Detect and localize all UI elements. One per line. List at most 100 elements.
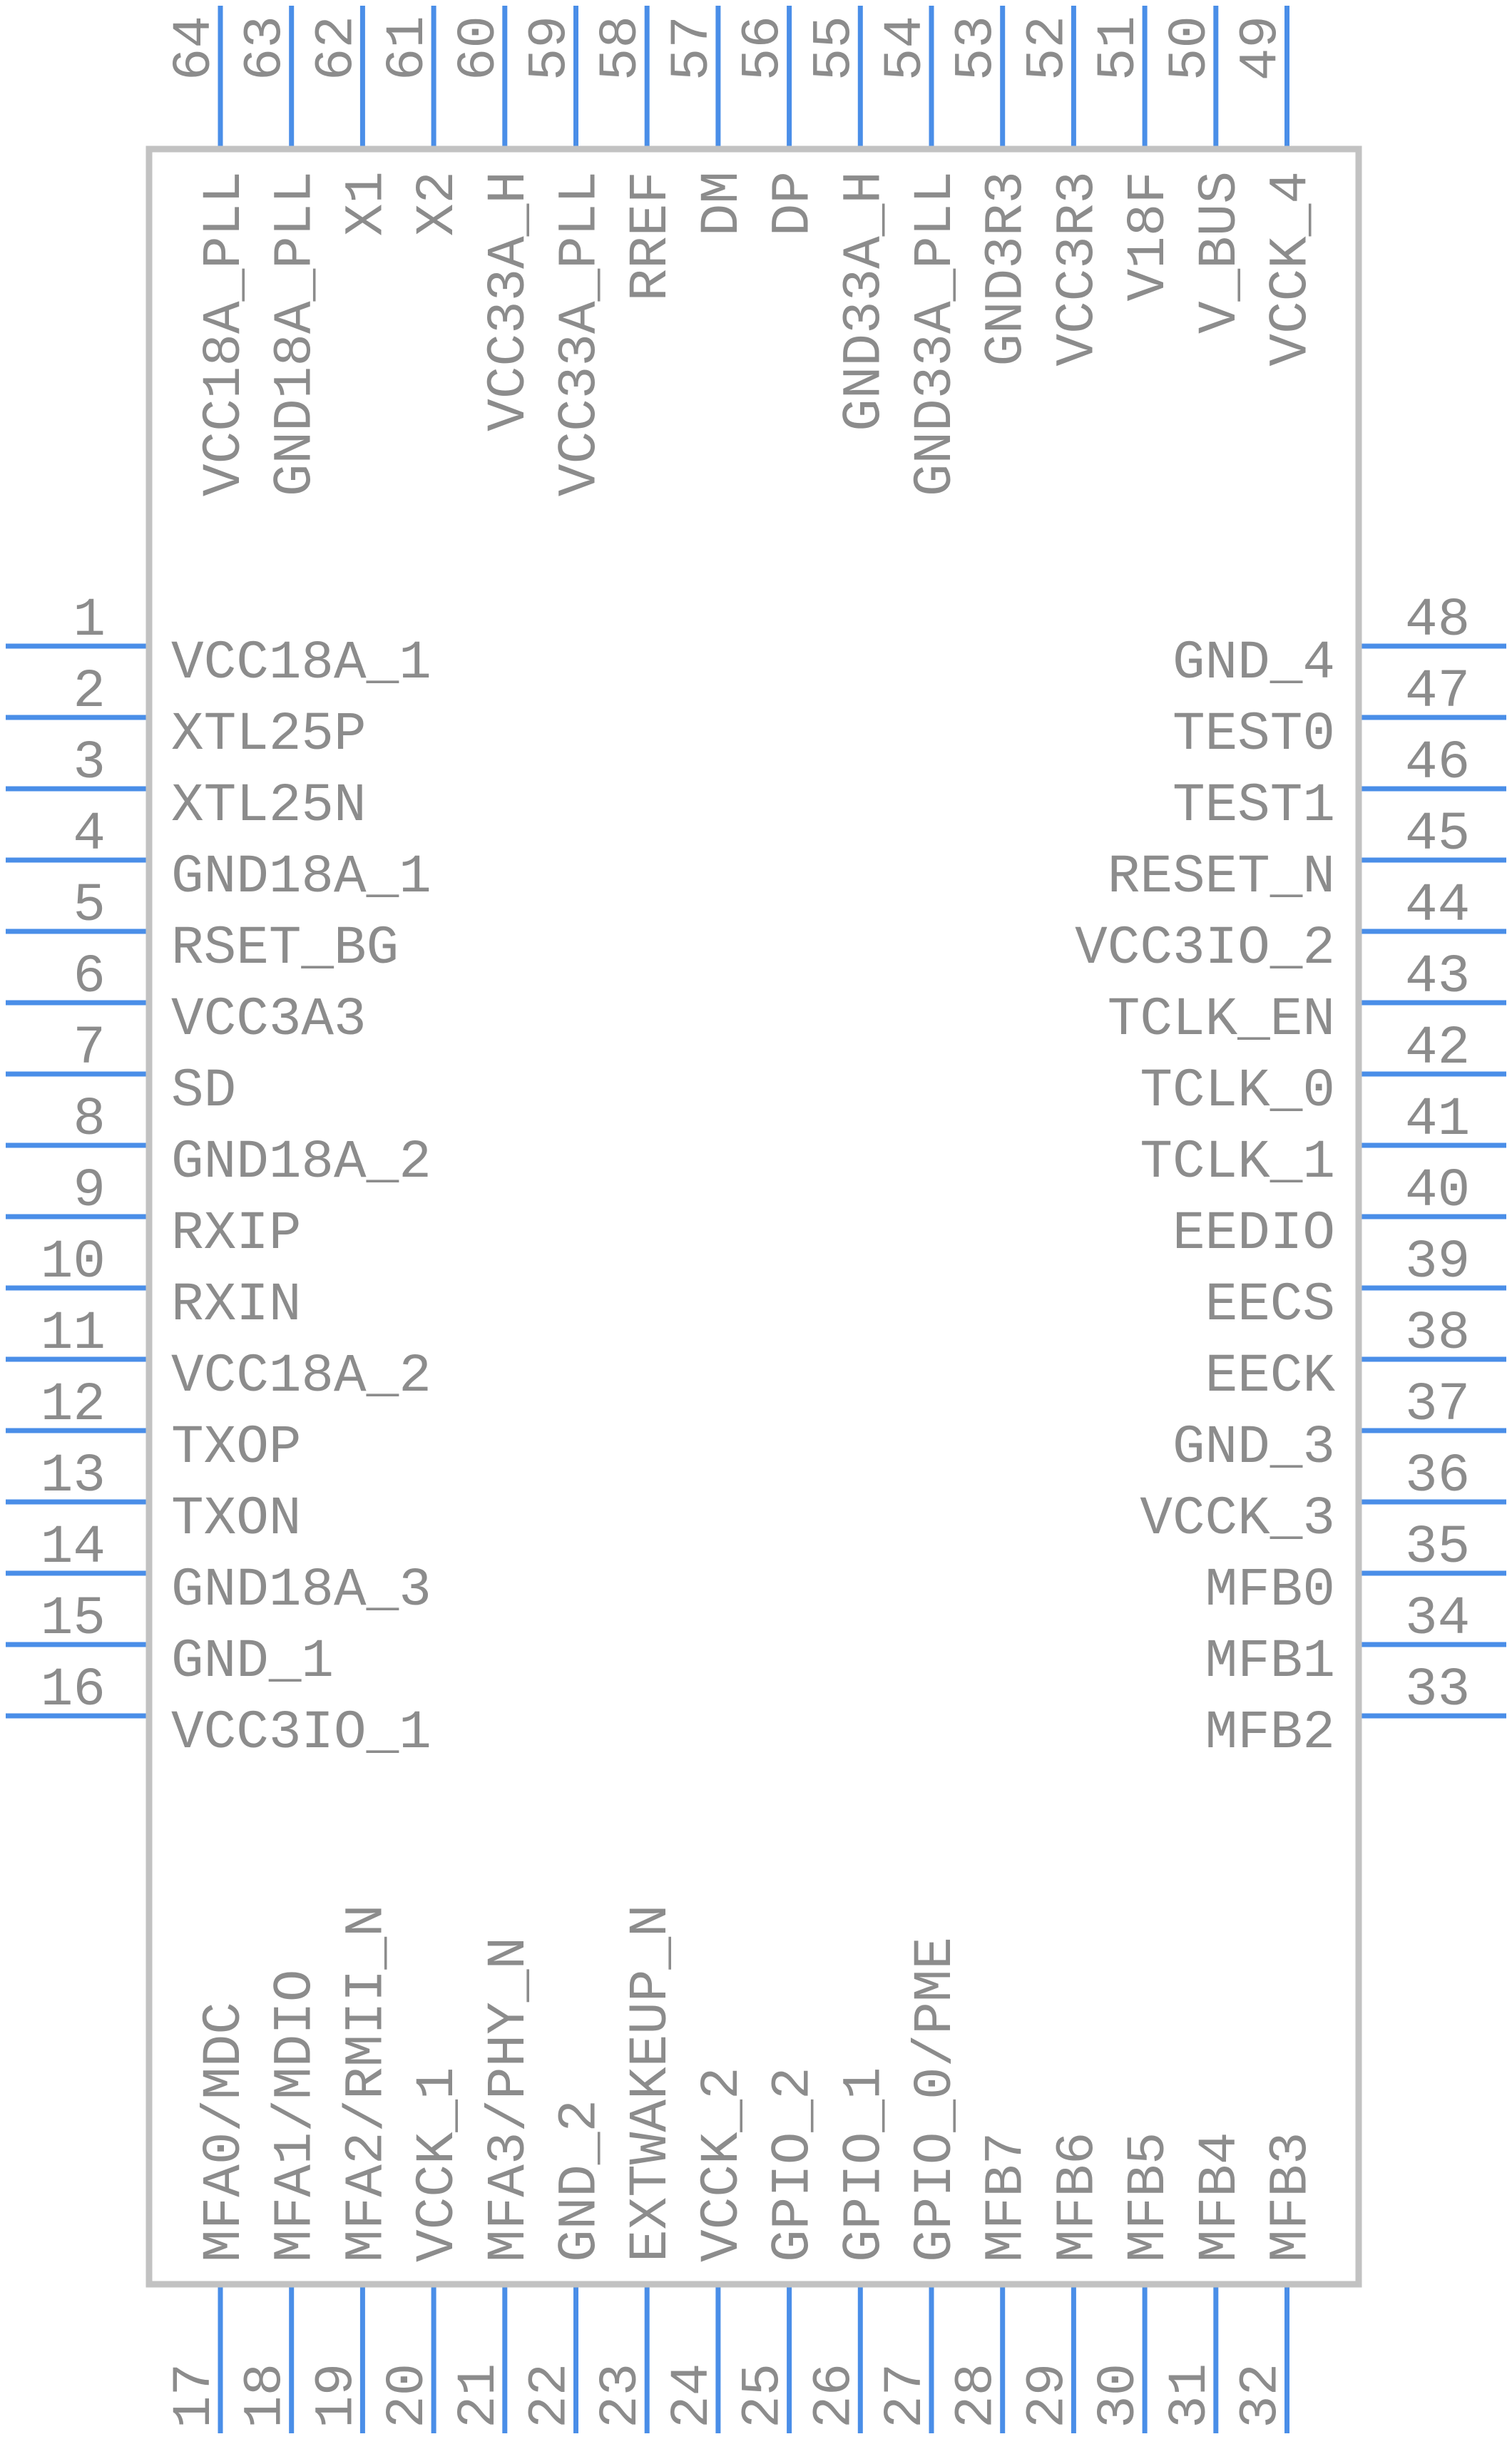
pin-number-52: 52 xyxy=(1017,16,1078,81)
pin-name-1: VCC18A_1 xyxy=(171,633,431,694)
pin-name-40: EEDIO xyxy=(1173,1203,1335,1264)
pin-name-49: VCCK_4 xyxy=(1261,171,1322,367)
pin-number-11: 11 xyxy=(41,1303,106,1364)
pin-name-24: VCCK_2 xyxy=(692,2067,753,2262)
pin-name-35: MFB0 xyxy=(1205,1560,1335,1621)
pin-number-33: 33 xyxy=(1405,1660,1470,1721)
pin-name-64: VCC18A_PLL xyxy=(194,171,255,496)
pin-name-50: V_BUS xyxy=(1190,171,1251,334)
pin-number-26: 26 xyxy=(804,2363,865,2428)
pin-number-51: 51 xyxy=(1088,16,1150,81)
pin-name-19: MFA2/RMII_N xyxy=(336,1904,397,2262)
pin-name-36: VCCK_3 xyxy=(1140,1488,1335,1550)
pin-number-53: 53 xyxy=(946,16,1008,81)
pin-name-30: MFB5 xyxy=(1118,2132,1180,2262)
pin-number-60: 60 xyxy=(449,16,510,81)
pin-number-34: 34 xyxy=(1405,1588,1470,1650)
pin-number-16: 16 xyxy=(41,1660,106,1721)
pin-number-46: 46 xyxy=(1405,732,1470,794)
pin-name-34: MFB1 xyxy=(1205,1631,1335,1692)
pin-name-47: TEST0 xyxy=(1173,704,1335,765)
pin-name-43: TCLK_EN xyxy=(1108,989,1335,1050)
pin-name-33: MFB2 xyxy=(1205,1702,1335,1764)
pin-number-20: 20 xyxy=(377,2363,439,2428)
pin-number-2: 2 xyxy=(73,661,106,722)
pin-name-51: V18F xyxy=(1118,171,1180,301)
pin-number-38: 38 xyxy=(1405,1303,1470,1364)
pin-number-31: 31 xyxy=(1160,2363,1221,2428)
pin-name-21: MFA3/PHY_N xyxy=(479,1937,540,2262)
pin-name-37: GND_3 xyxy=(1173,1417,1335,1478)
pin-name-17: MFA0/MDC xyxy=(194,2002,255,2262)
pin-number-39: 39 xyxy=(1405,1232,1470,1293)
pin-name-28: MFB7 xyxy=(976,2132,1038,2262)
pin-name-59: VCC33A_PLL xyxy=(550,171,611,496)
pin-name-42: TCLK_0 xyxy=(1140,1060,1335,1122)
pin-number-27: 27 xyxy=(875,2363,936,2428)
pin-name-18: MFA1/MDIO xyxy=(265,1970,327,2262)
pin-name-31: MFB4 xyxy=(1190,2132,1251,2262)
pin-name-54: GND33A_PLL xyxy=(905,171,966,496)
pin-name-8: GND18A_2 xyxy=(171,1132,431,1193)
pin-number-62: 62 xyxy=(306,16,367,81)
pin-number-49: 49 xyxy=(1231,16,1292,81)
pin-number-43: 43 xyxy=(1405,946,1470,1008)
pin-name-29: MFB6 xyxy=(1047,2132,1108,2262)
pin-name-45: RESET_N xyxy=(1108,847,1335,908)
pin-number-5: 5 xyxy=(73,875,106,936)
pin-number-59: 59 xyxy=(520,16,581,81)
pin-number-14: 14 xyxy=(41,1517,106,1578)
pin-name-9: RXIP xyxy=(171,1203,301,1264)
pin-name-55: GND33A_H xyxy=(834,171,895,431)
pin-name-14: GND18A_3 xyxy=(171,1560,431,1621)
pin-number-61: 61 xyxy=(377,16,439,81)
pin-number-29: 29 xyxy=(1017,2363,1078,2428)
pin-name-13: TXON xyxy=(171,1488,301,1550)
pin-number-4: 4 xyxy=(73,804,106,865)
pin-name-4: GND18A_1 xyxy=(171,847,431,908)
pin-number-22: 22 xyxy=(520,2363,581,2428)
pin-labels: 1VCC18A_12XTL25P3XTL25N4GND18A_15RSET_BG… xyxy=(41,16,1470,2428)
pin-number-30: 30 xyxy=(1088,2363,1150,2428)
pin-name-39: EECS xyxy=(1205,1274,1335,1336)
pin-name-20: VCCK_1 xyxy=(407,2067,469,2262)
pin-number-54: 54 xyxy=(875,16,936,81)
pin-name-61: X2 xyxy=(407,171,469,236)
pin-name-32: MFB3 xyxy=(1261,2132,1322,2262)
pin-number-25: 25 xyxy=(733,2363,795,2428)
pin-number-55: 55 xyxy=(804,16,865,81)
pin-name-22: GND_2 xyxy=(550,2100,611,2262)
pin-number-57: 57 xyxy=(662,16,723,81)
pin-name-23: EXTWAKEUP_N xyxy=(620,1904,682,2262)
pin-name-62: X1 xyxy=(336,171,397,236)
pin-number-45: 45 xyxy=(1405,804,1470,865)
pin-number-23: 23 xyxy=(591,2363,652,2428)
pin-name-60: VCC33A_H xyxy=(479,171,540,431)
pin-number-50: 50 xyxy=(1160,16,1221,81)
pin-lines xyxy=(6,6,1506,2433)
pin-number-9: 9 xyxy=(73,1160,106,1222)
pin-number-21: 21 xyxy=(449,2363,510,2428)
pin-number-32: 32 xyxy=(1231,2363,1292,2428)
pin-name-25: GPIO_2 xyxy=(763,2067,824,2262)
pin-number-41: 41 xyxy=(1405,1089,1470,1150)
pin-name-63: GND18A_PLL xyxy=(265,171,327,496)
pin-name-57: DM xyxy=(692,171,753,236)
pin-number-48: 48 xyxy=(1405,590,1470,651)
pin-number-19: 19 xyxy=(306,2363,367,2428)
pin-number-10: 10 xyxy=(41,1232,106,1293)
pin-name-56: DP xyxy=(763,171,824,236)
pin-number-12: 12 xyxy=(41,1374,106,1436)
pin-number-28: 28 xyxy=(946,2363,1008,2428)
pin-number-64: 64 xyxy=(164,16,225,81)
pin-number-36: 36 xyxy=(1405,1446,1470,1507)
pin-number-47: 47 xyxy=(1405,661,1470,722)
pin-name-16: VCC3IO_1 xyxy=(171,1702,431,1764)
pin-name-52: VCC3R3 xyxy=(1047,171,1108,367)
pin-number-37: 37 xyxy=(1405,1374,1470,1436)
pin-name-41: TCLK_1 xyxy=(1140,1132,1335,1193)
pin-number-8: 8 xyxy=(73,1089,106,1150)
pin-name-12: TXOP xyxy=(171,1417,301,1478)
pin-name-27: GPIO_0/PME xyxy=(905,1937,966,2262)
pin-name-38: EECK xyxy=(1205,1346,1336,1407)
